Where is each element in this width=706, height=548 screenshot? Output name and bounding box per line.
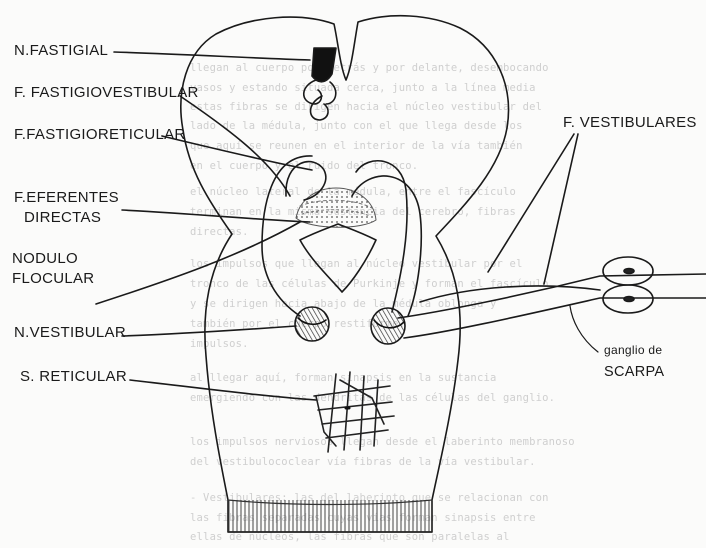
label-ganglio-de: ganglio de (604, 343, 662, 357)
label-n-fastigial: N.FASTIGIAL (14, 42, 108, 59)
fastigial-nucleus (312, 48, 336, 82)
label-directas: DIRECTAS (24, 209, 101, 226)
label-n-vestibular: N.VESTIBULAR (14, 324, 126, 341)
label-f-fastigioreticular: F.FASTIGIORETICULAR (14, 126, 186, 143)
label-s-reticular: S. RETICULAR (20, 368, 127, 385)
label-f-eferentes: F.EFERENTES (14, 189, 119, 206)
label-nodulo: NODULO (12, 250, 78, 267)
leader-nodulo (96, 222, 300, 304)
fastigiovestibular-loop (326, 82, 336, 104)
leader-n-vestibular (122, 326, 296, 336)
fourth-ventricle (300, 224, 376, 292)
reticular-formation (314, 372, 394, 452)
leader-n-fastigial (114, 52, 310, 60)
leader-s-reticular (130, 380, 316, 400)
f-vestibulares-pointer (544, 134, 578, 284)
fastigiovestibular-loop (311, 96, 329, 120)
vestibular-nerve-fiber (420, 286, 600, 302)
brainstem-outline (181, 16, 509, 532)
fastigiovestibular-loop (304, 80, 322, 104)
leader-ganglio (570, 306, 598, 352)
label-scarpa: SCARPA (604, 364, 664, 380)
vestibular-nerve-fiber (404, 298, 706, 338)
label-f-fastigiovestibular: F. FASTIGIOVESTIBULAR (14, 84, 199, 101)
label-f-vestibulares: F. VESTIBULARES (563, 114, 697, 131)
label-flocular: FLOCULAR (12, 270, 94, 287)
f-vestibulares-pointer (488, 134, 574, 272)
